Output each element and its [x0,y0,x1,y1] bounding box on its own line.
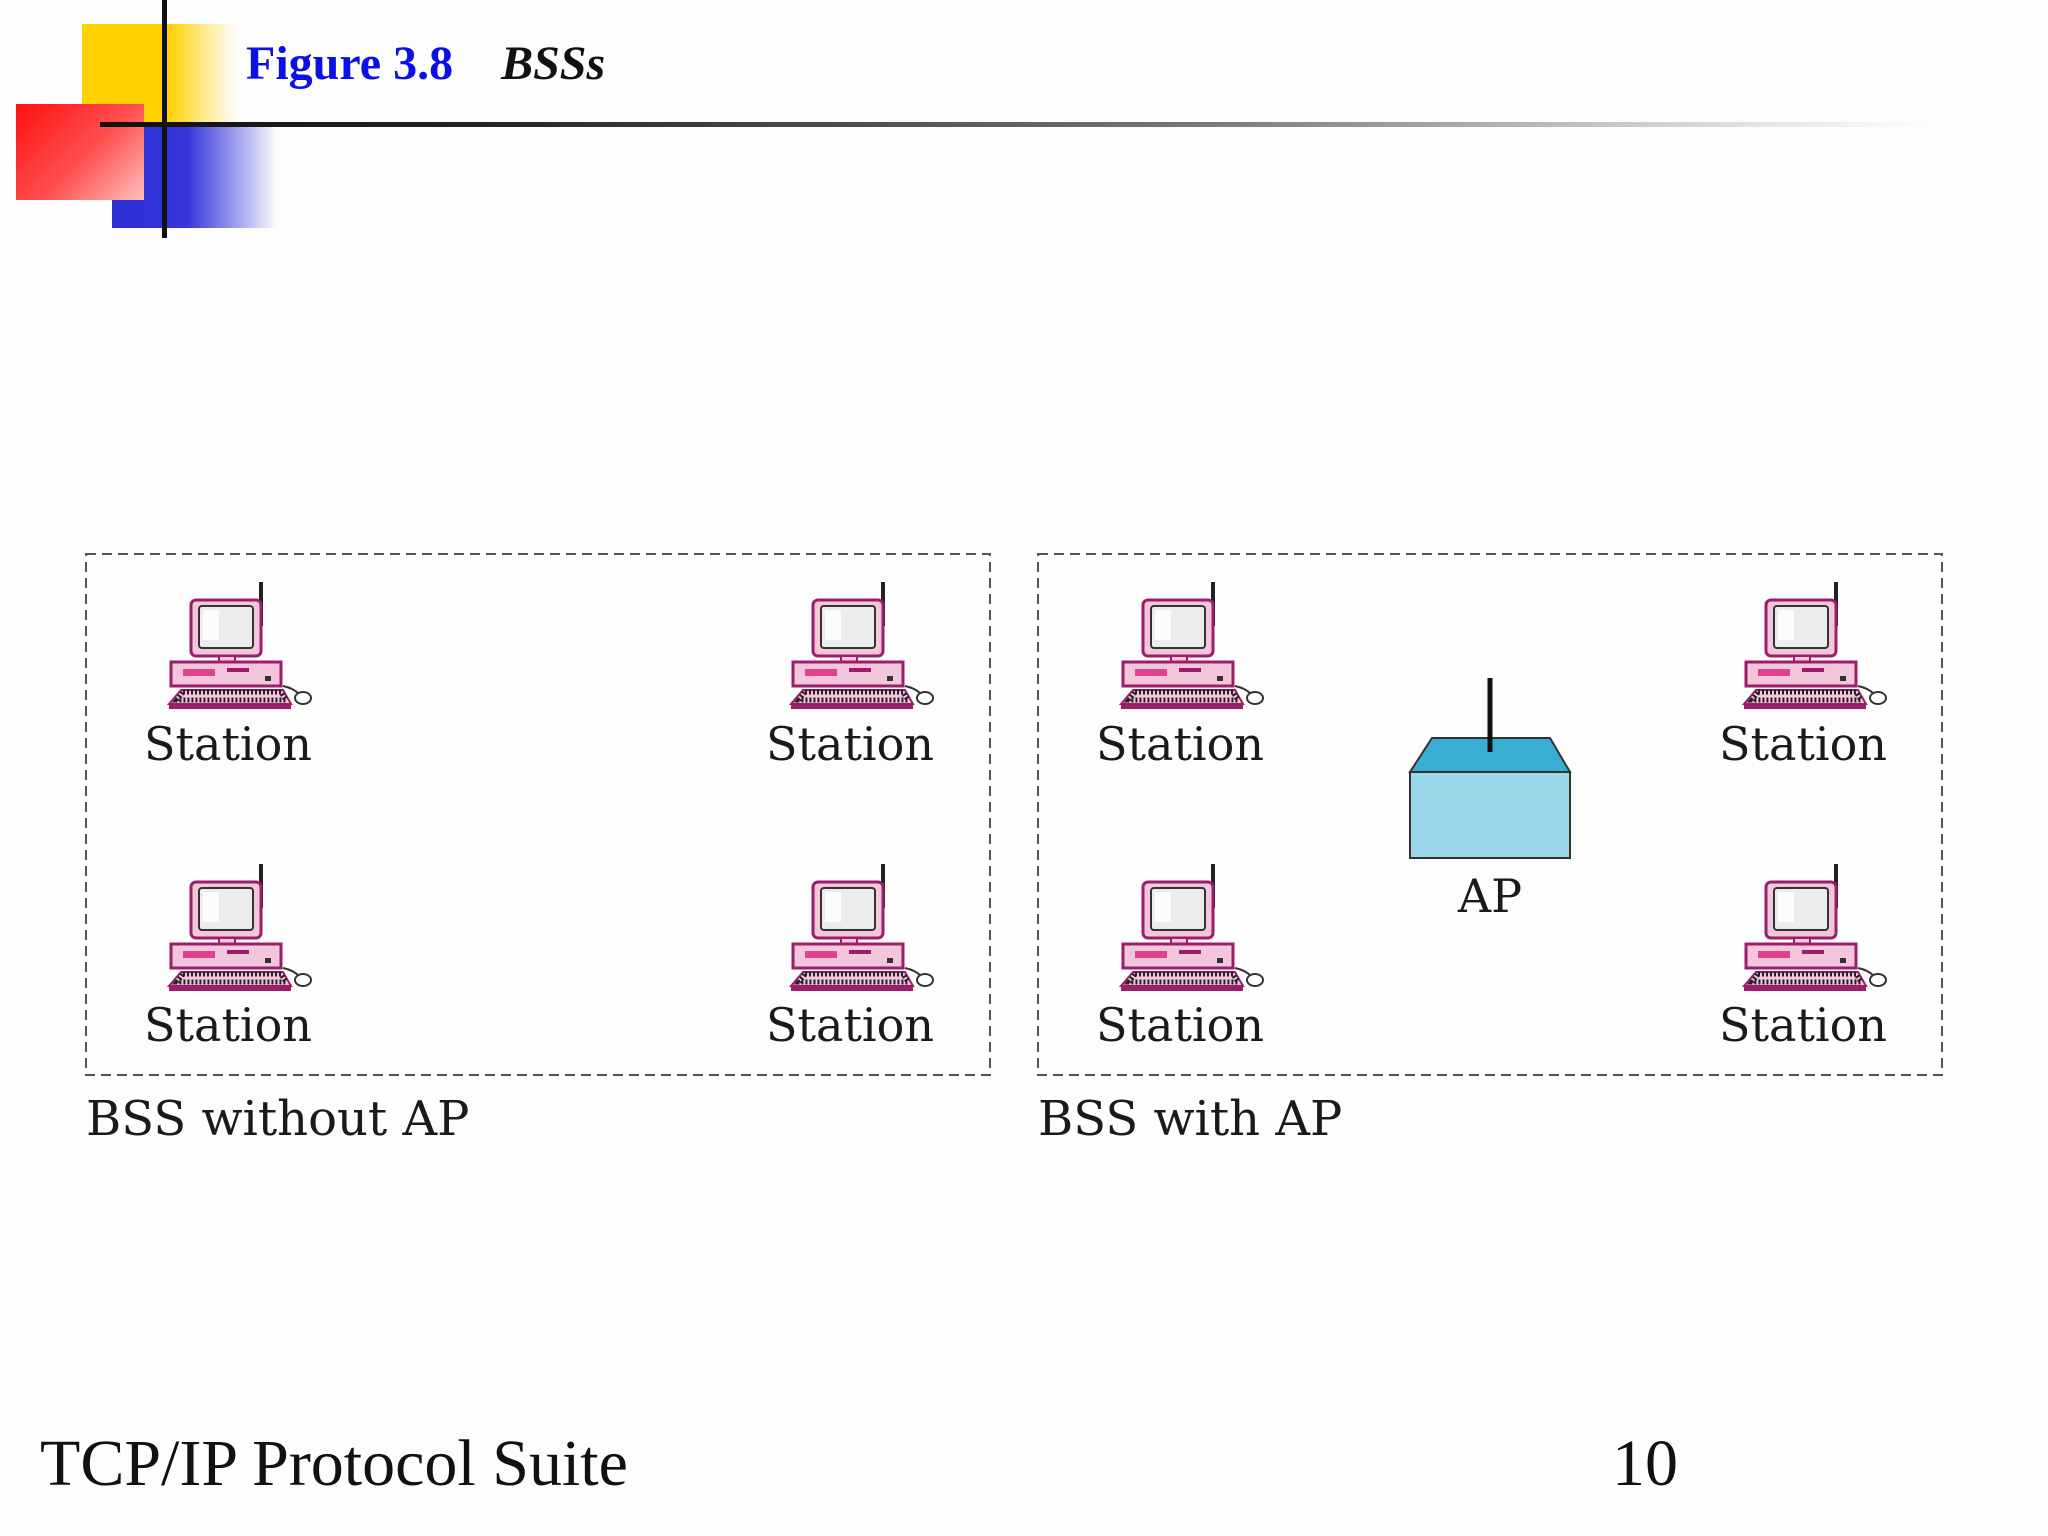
title-rule-horizontal [100,122,1930,127]
station-label: Station [1096,998,1264,1052]
station-label: Station [144,998,312,1052]
page-number: 10 [1612,1427,1678,1500]
figure-label: Figure 3.8 [246,37,454,90]
bss-without-ap-group: Station Station Station Station BSS with… [85,553,991,1147]
station-label: Station [144,717,312,771]
figure-subtitle: BSSs [501,37,606,90]
title-rule-vertical [162,0,167,238]
station-label: Station [1719,717,1887,771]
station-icon [169,864,311,991]
station-icon [791,582,933,709]
bss-with-ap-boundary [1037,553,1943,1076]
decor-red-square [16,104,144,200]
station-label: Station [1096,717,1264,771]
bss-without-ap-caption: BSS without AP [86,1091,469,1147]
slide-title: Figure 3.8 BSSs [246,36,605,91]
station-icon [1121,582,1263,709]
ap-label: AP [1457,869,1522,923]
station-icon [1744,582,1886,709]
station-icon [791,864,933,991]
access-point-icon [1408,678,1572,859]
station-label: Station [1719,998,1887,1052]
station-icon [169,582,311,709]
station-icon [1744,864,1886,991]
bss-with-ap-group: Station Station Station Station AP BSS w… [1037,553,1943,1147]
footer-title: TCP/IP Protocol Suite [40,1427,628,1500]
bss-without-ap-boundary [85,553,991,1076]
bss-with-ap-caption: BSS with AP [1038,1091,1342,1147]
station-label: Station [766,717,934,771]
station-icon [1121,864,1263,991]
station-label: Station [766,998,934,1052]
